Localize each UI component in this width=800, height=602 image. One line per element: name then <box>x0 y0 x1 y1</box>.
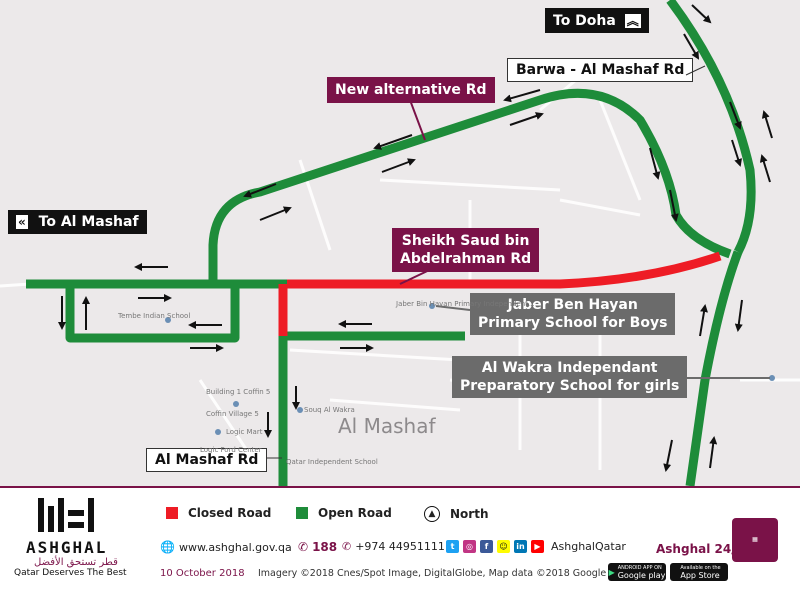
closed-roads <box>278 251 722 336</box>
linkedin-icon[interactable]: in <box>514 540 527 553</box>
website[interactable]: 🌐 www.ashghal.gov.qa <box>160 540 292 554</box>
hotline-text: 188 <box>312 540 338 554</box>
legend-open: Open Road <box>296 506 392 520</box>
logo-wordmark: ASHGHAL <box>26 538 108 557</box>
snapchat-icon[interactable]: ☺ <box>497 540 510 553</box>
poi-logic-mart: Logic Mart <box>226 428 263 436</box>
barwa-road-label: Barwa - Al Mashaf Rd <box>507 58 694 82</box>
date: 10 October 2018 <box>160 568 245 579</box>
sheikh-saud-line2: Abdelrahman Rd <box>400 251 532 267</box>
district-label: Al Mashaf <box>338 414 436 438</box>
poi-tembe: Tembe Indian School <box>118 312 191 320</box>
facebook-icon[interactable]: f <box>480 540 493 553</box>
imagery-credit: Imagery ©2018 Cnes/Spot Image, DigitalGl… <box>258 568 607 579</box>
social-links: t ◎ f ☺ in ▶ AshghalQatar <box>446 540 626 553</box>
phone-number[interactable]: ✆ +974 44951111 <box>342 540 445 553</box>
app-store-badge[interactable]: Available on the App Store <box>670 563 728 581</box>
map-area: To Doha ︽ Barwa - Al Mashaf Rd New alter… <box>0 0 800 486</box>
road-new-alternative <box>208 88 732 284</box>
road-barwa-north <box>666 0 756 255</box>
poi-building: Building 1 Coffin 5 <box>206 388 271 396</box>
globe-icon: 🌐 <box>160 540 175 554</box>
youtube-icon[interactable]: ▶ <box>531 540 544 553</box>
new-alternative-road-label: New alternative Rd <box>327 77 495 103</box>
poi-qatar-school: Qatar Independent School <box>286 458 378 466</box>
ashghal-emblem-icon <box>38 498 94 532</box>
poi-logic-ford: Logic Ford Center <box>200 446 262 454</box>
legend-open-label: Open Road <box>318 506 392 520</box>
google-play-badge[interactable]: ▶ ANDROID APP ON Google play <box>608 563 666 581</box>
sheikh-saud-line1: Sheikh Saud bin <box>401 233 530 249</box>
poi-coffin: Coffin Village 5 <box>206 410 259 418</box>
hotline[interactable]: ✆ 188 <box>298 540 337 554</box>
jaber-line2: Primary School for Boys <box>478 315 668 331</box>
open-swatch <box>296 507 308 519</box>
app-icon[interactable]: ▦ <box>732 518 778 562</box>
footer: ASHGHAL قطر تستحق الأفضل Qatar Deserves … <box>0 486 800 602</box>
app-store-small: Available on the <box>680 565 721 571</box>
instagram-icon[interactable]: ◎ <box>463 540 476 553</box>
double-chevron-up-icon: ︽ <box>624 14 641 28</box>
google-play-small: ANDROID APP ON <box>617 565 662 571</box>
jaber-school-label: Jaber Ben Hayan Primary School for Boys <box>470 293 676 335</box>
closed-swatch <box>166 507 178 519</box>
wakra-line2: Preparatory School for girls <box>460 378 680 394</box>
to-al-mashaf-label: « To Al Mashaf <box>8 210 147 234</box>
arabic-tagline: قطر تستحق الأفضل <box>34 557 118 568</box>
phone-icon-2: ✆ <box>342 540 352 553</box>
legend-closed: Closed Road <box>166 506 271 520</box>
road-sheikh-saud-closed <box>287 251 722 289</box>
app-title: Ashghal 24/7 <box>656 542 744 556</box>
legend-north: ▲ North <box>424 506 488 522</box>
road-south <box>685 250 743 486</box>
google-play-icon: ▶ <box>608 567 615 577</box>
phone-icon: ✆ <box>298 540 309 554</box>
website-text: www.ashghal.gov.qa <box>178 540 292 554</box>
al-mashaf-road-label: Al Mashaf Rd <box>146 448 268 472</box>
north-arrow-icon: ▲ <box>424 506 440 522</box>
brand-tagline: Qatar Deserves The Best <box>14 568 127 578</box>
to-doha-label: To Doha ︽ <box>545 8 649 33</box>
poi-souq: Souq Al Wakra <box>304 406 355 414</box>
sheikh-saud-road-label: Sheikh Saud bin Abdelrahman Rd <box>392 228 540 272</box>
legend-closed-label: Closed Road <box>188 506 272 520</box>
traffic-arrows <box>58 4 773 472</box>
legend-north-label: North <box>450 507 489 521</box>
phone-text: +974 44951111 <box>355 540 445 553</box>
poi-markers <box>165 303 775 435</box>
double-chevron-left-icon: « <box>16 215 28 229</box>
app-store-label: App Store <box>680 571 720 580</box>
poi-jaber-small: Jaber Bin Hayan Primary Independent... <box>396 300 535 308</box>
twitter-icon[interactable]: t <box>446 540 459 553</box>
road-link-west-loop <box>65 284 240 343</box>
ashghal-app-icon: ▦ <box>752 536 758 543</box>
google-play-label: Google play <box>617 571 666 580</box>
ashghal-logo: ASHGHAL قطر تستحق الأفضل Qatar Deserves … <box>10 496 140 578</box>
social-handle: AshghalQatar <box>551 540 626 553</box>
jaber-line1: Jaber Ben Hayan <box>507 297 638 313</box>
wakra-line1: Al Wakra Independant <box>481 360 658 376</box>
wakra-school-label: Al Wakra Independant Preparatory School … <box>452 356 688 398</box>
open-roads <box>26 0 756 486</box>
